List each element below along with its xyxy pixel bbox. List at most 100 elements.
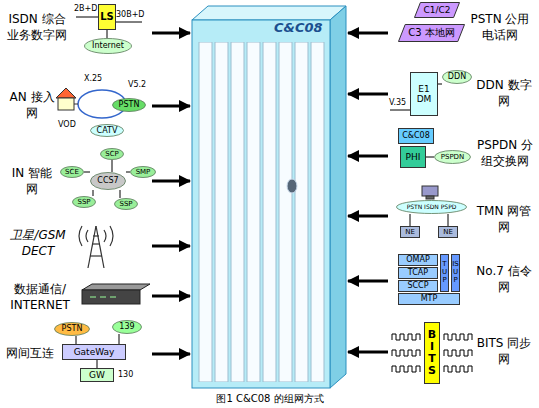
antenna-tower — [79, 226, 82, 246]
antenna-tower — [79, 226, 113, 268]
box-shape — [399, 294, 460, 305]
equipment-label: DM — [417, 94, 432, 104]
equipment-label: CATV — [97, 126, 118, 135]
box-shape — [452, 255, 460, 292]
network-cloud: SCE — [60, 166, 84, 178]
equipment-box: TUP — [440, 254, 449, 292]
house-icon — [56, 88, 76, 110]
cloud-shape — [397, 201, 467, 214]
equipment-label: DDN — [448, 72, 466, 81]
equipment-label: PSTN — [62, 324, 83, 333]
router-icon — [100, 297, 106, 298]
network-cloud: SSP — [114, 198, 138, 210]
network-cloud: Internet — [84, 38, 132, 54]
network-name: PSTN 公用电话网 — [466, 12, 534, 43]
box-shape — [401, 227, 420, 238]
equipment-box: ISUP — [451, 254, 460, 292]
box-shape — [441, 255, 449, 292]
cloud-shape — [91, 173, 126, 190]
equipment-box: C&C08 — [398, 128, 434, 144]
computer-icon — [426, 196, 434, 199]
antenna-tower — [96, 226, 104, 268]
signal-label: VOD — [58, 120, 76, 130]
link-line — [84, 172, 90, 173]
equipment-box: E1DM — [410, 72, 438, 116]
network-block: C1/C2 — [414, 2, 460, 18]
antenna-tower — [92, 243, 100, 244]
clock-waveform — [444, 334, 472, 340]
network-group: IN 智能网SCPSCESMPCCS7SSPSSP — [2, 146, 152, 216]
equipment-label: SCE — [65, 168, 79, 176]
network-cloud: PSTN — [112, 98, 146, 112]
switch-cabinet-body — [287, 179, 297, 193]
network-group: 卫星/GSM DECT — [2, 222, 152, 270]
connection-arrow — [152, 105, 190, 108]
switch-cabinet-body — [192, 20, 330, 388]
switch-cabinet-body — [192, 6, 346, 20]
signal-label: 130 — [118, 370, 133, 380]
switch-cabinet-body — [198, 42, 326, 382]
router-icon — [82, 284, 150, 290]
box-shape — [439, 227, 458, 238]
house-icon — [58, 98, 74, 110]
house-icon — [56, 88, 76, 98]
network-name: 数据通信/ INTERNET — [2, 282, 78, 313]
equipment-box: TCAP — [398, 267, 438, 279]
network-name: BITS 同步网 — [476, 336, 532, 367]
box-shape — [399, 281, 438, 292]
network-cloud: SSP — [72, 196, 96, 208]
link-line — [97, 360, 98, 368]
cabinet-label: C&C08 — [274, 20, 323, 35]
isdn-wire — [114, 22, 142, 23]
antenna-tower — [110, 226, 113, 246]
network-group: DDN 数字网E1DMDDN — [388, 66, 537, 122]
antenna-tower — [88, 226, 96, 268]
connection-arrow — [152, 295, 190, 298]
connection-arrow — [348, 280, 388, 283]
equipment-label: TCAP — [408, 268, 428, 277]
network-group: No.7 信令网OMAPTCAPSCCPMTPTUPISUP — [388, 250, 537, 312]
isdn-wire — [76, 17, 98, 18]
network-name: ISDN 综合 业务数字网 — [2, 12, 72, 43]
cloud-shape — [113, 321, 142, 334]
network-cloud: SMP — [130, 166, 156, 178]
cloud-shape — [73, 197, 96, 208]
figure-caption: 图1 C&C08 的组网方式 — [170, 393, 370, 405]
cloud-shape — [55, 323, 90, 336]
network-cloud: PSTN ISDN PSPD — [396, 200, 467, 214]
link-line — [448, 214, 449, 226]
connection-arrow — [348, 351, 388, 354]
cloud-shape — [101, 149, 124, 160]
equipment-label: 139 — [119, 322, 134, 331]
equipment-label: ISUP — [452, 261, 459, 284]
equipment-label: SMP — [136, 168, 151, 176]
network-block: C3 本地网 — [398, 24, 465, 42]
equipment-label: TUP — [441, 261, 448, 284]
box-shape — [399, 255, 438, 266]
signal-label: V5.2 — [128, 80, 146, 90]
router-icon — [110, 297, 116, 298]
clock-waveform — [392, 334, 420, 340]
link-line — [126, 172, 130, 173]
box-shape — [399, 268, 438, 279]
cloud-shape — [91, 125, 124, 137]
network-name: 网间互连 — [2, 346, 58, 362]
equipment-label: C&C08 — [402, 131, 430, 140]
router-icon — [82, 290, 140, 304]
clock-waveform — [444, 366, 472, 372]
network-name: IN 智能网 — [8, 166, 56, 197]
equipment-box: BITS — [424, 322, 440, 384]
link-line — [426, 157, 434, 158]
network-group: PSTN 公用电话网 C1/C2 C3 本地网 — [388, 2, 537, 64]
connection-arrow — [152, 353, 190, 356]
equipment-label: SCCP — [407, 281, 428, 290]
network-cloud: PSPDN — [434, 150, 471, 164]
antenna-tower — [90, 255, 102, 256]
router-icon — [82, 284, 150, 304]
connection-arrow — [348, 215, 388, 218]
equipment-label: BITS — [427, 329, 438, 377]
equipment-label: OMAP — [406, 255, 430, 264]
connection-arrow — [152, 245, 190, 248]
equipment-label: PSPDN — [441, 153, 465, 161]
